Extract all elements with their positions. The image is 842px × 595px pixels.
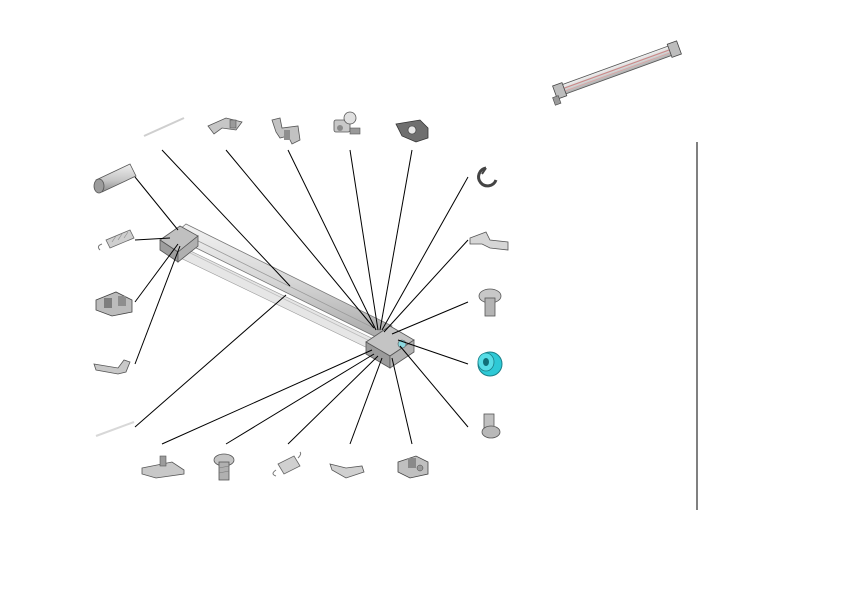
leader-lines <box>134 149 469 445</box>
main-assembly <box>159 223 415 369</box>
mushroom-pin-icon <box>478 288 502 317</box>
wire-rod-icon <box>95 421 135 437</box>
bent-plate-icon <box>469 231 509 251</box>
cyan-bushing-icon <box>477 351 503 377</box>
bracket-clip-icon <box>207 117 243 135</box>
right-end-block <box>365 325 415 369</box>
inset-assembled-unit <box>552 40 682 106</box>
e-ring-icon <box>477 166 498 188</box>
hook-lever-icon <box>93 359 131 375</box>
block-holder-icon <box>95 291 133 317</box>
flat-bracket-icon <box>329 463 365 479</box>
coil-spring-icon <box>272 451 302 477</box>
lever-bracket-icon <box>271 117 301 145</box>
screw-icon <box>213 453 235 481</box>
left-end-block <box>159 225 199 263</box>
bearing-holder-icon <box>397 455 429 479</box>
thin-rod-icon <box>143 117 185 137</box>
tension-spring-icon <box>97 229 135 251</box>
lock-plate-icon <box>395 119 429 143</box>
tube-sleeve-icon <box>93 163 137 194</box>
shoulder-pin-icon <box>481 413 501 439</box>
mount-plate-icon <box>141 455 185 479</box>
cam-holder-icon <box>333 111 361 135</box>
